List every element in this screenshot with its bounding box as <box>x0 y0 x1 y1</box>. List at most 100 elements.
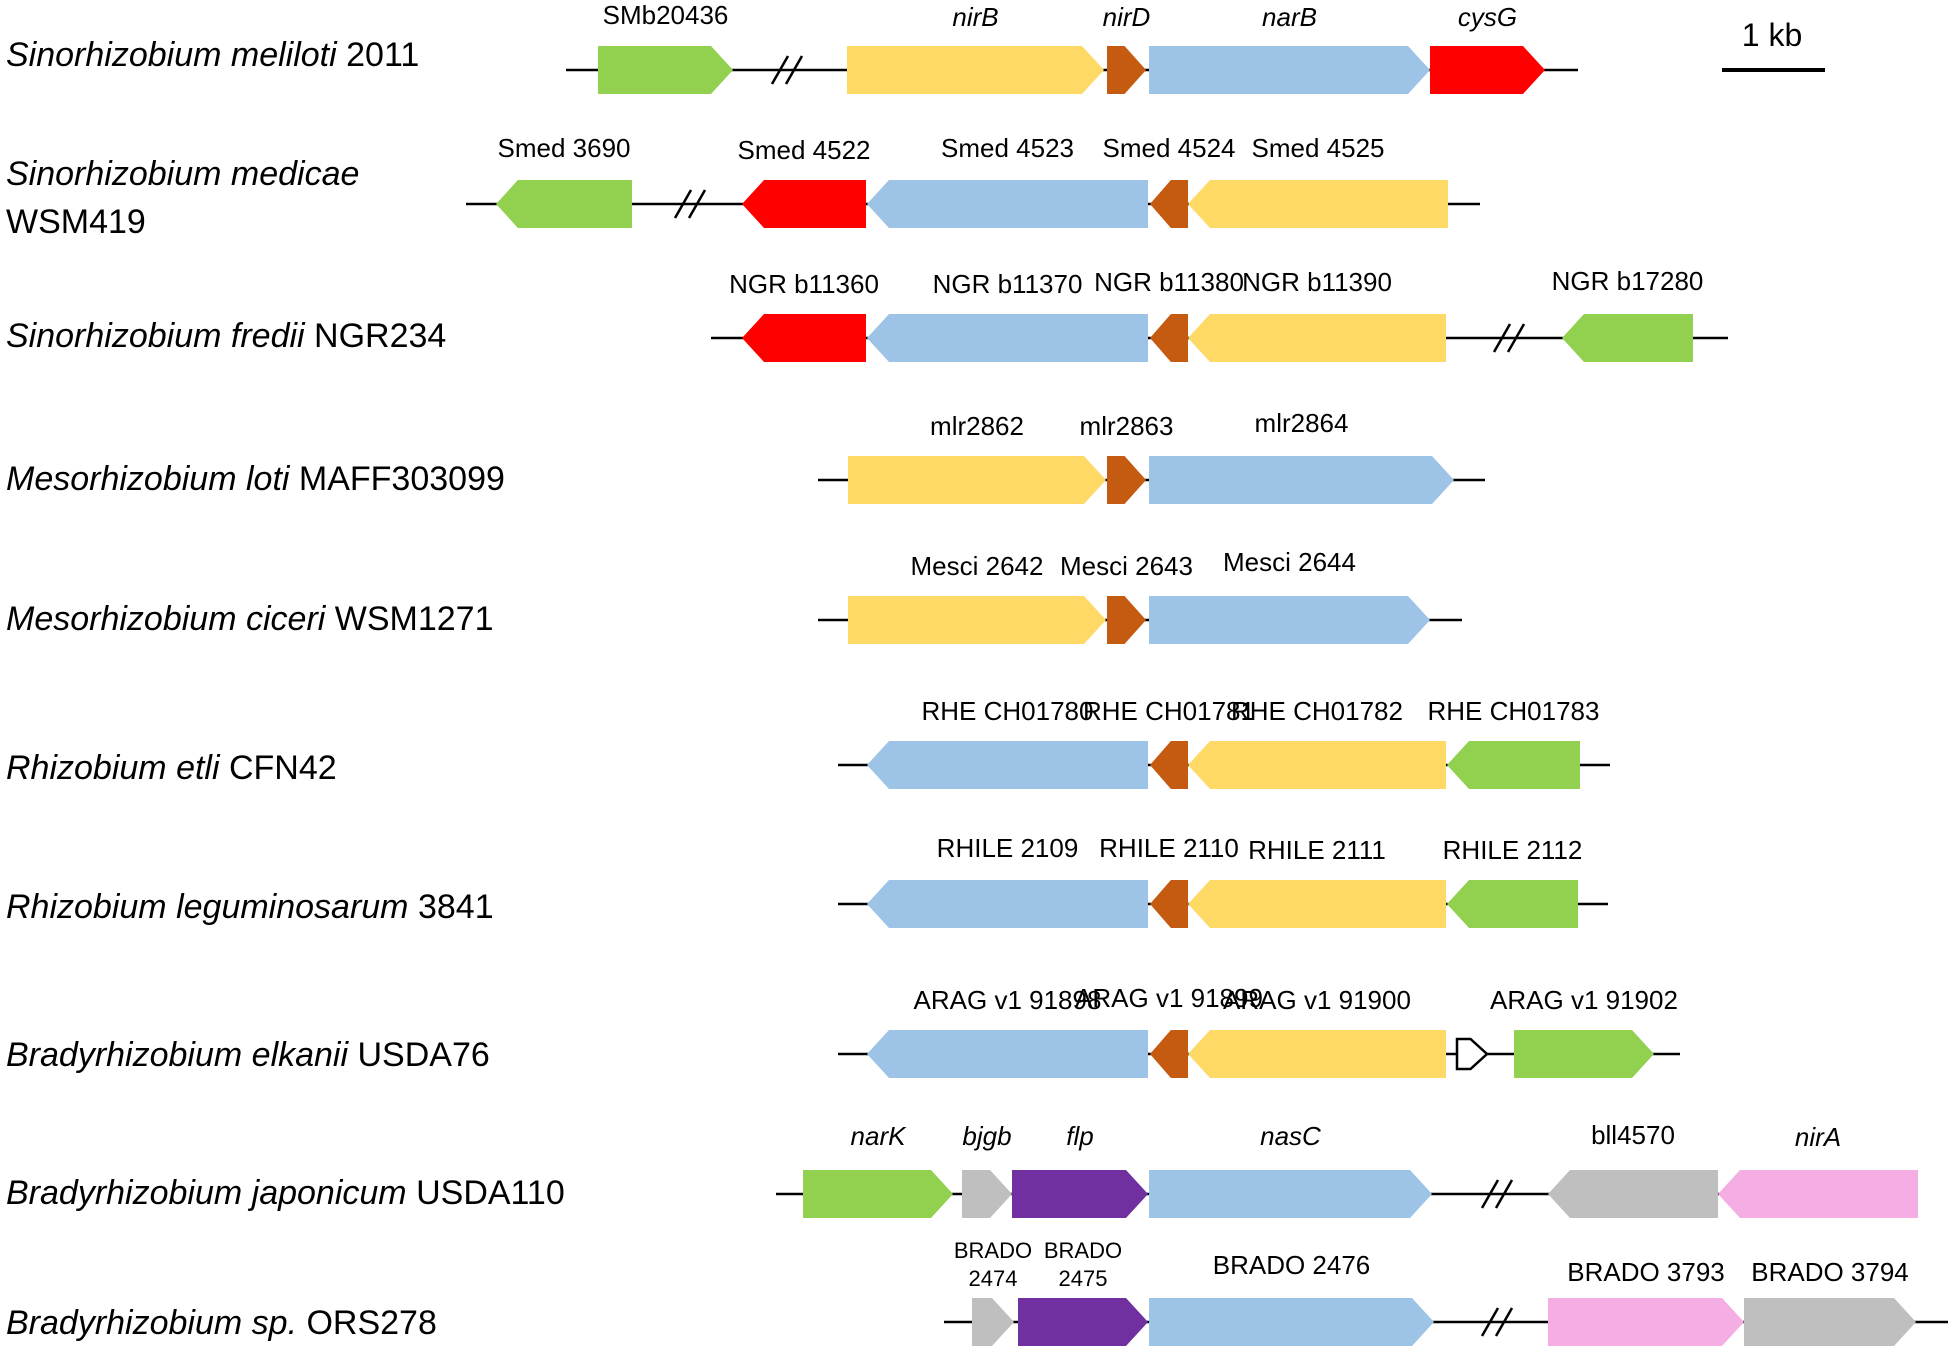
gene-arrow <box>1150 741 1188 789</box>
gene-label: nirA <box>1795 1122 1841 1152</box>
sequence-break-mark <box>1494 1307 1514 1337</box>
gene-arrow <box>1149 456 1454 504</box>
gene-arrow <box>1562 314 1693 362</box>
gene-arrow <box>1514 1030 1654 1078</box>
gene-arrow <box>496 180 632 228</box>
gene-label: RHILE 2112 <box>1443 835 1583 865</box>
organism-genus-species: Sinorhizobium fredii <box>6 317 306 355</box>
organism-strain: WSM1271 <box>325 600 493 638</box>
organism-name: Sinorhizobium fredii NGR234 <box>6 317 446 355</box>
gene-arrow <box>742 180 866 228</box>
gene-label: Mesci 2643 <box>1060 551 1193 581</box>
gene-label: mlr2863 <box>1080 411 1174 441</box>
gene-label: BRADO 3793 <box>1567 1257 1725 1287</box>
gene-label: nasC <box>1260 1121 1321 1151</box>
gene-arrow <box>1188 314 1446 362</box>
gene-arrow <box>847 46 1104 94</box>
gene-label-line: BRADO <box>1044 1238 1122 1263</box>
gene-label: NGR b17280 <box>1552 266 1704 296</box>
organism-strain: USDA110 <box>407 1174 565 1212</box>
organism-genus-species: Bradyrhizobium elkanii <box>6 1036 349 1074</box>
gene-label: ARAG v1 91900 <box>1223 985 1411 1015</box>
gene-arrow <box>1150 1030 1188 1078</box>
sequence-break-mark <box>1506 323 1526 353</box>
gene-arrow <box>1149 46 1430 94</box>
organism-strain: NGR234 <box>305 317 447 355</box>
gene-arrow <box>1149 1298 1434 1346</box>
gene-label: RHE CH01782 <box>1231 696 1403 726</box>
organism-name: Bradyrhizobium elkanii USDA76 <box>6 1036 490 1074</box>
gene-arrow <box>972 1298 1014 1346</box>
organism-genus-species: Bradyrhizobium sp. <box>6 1304 297 1342</box>
organism-genus-species: Bradyrhizobium japonicum <box>6 1174 407 1212</box>
gene-arrow <box>867 314 1148 362</box>
gene-label: ARAG v1 91898 <box>914 985 1102 1015</box>
organism-genus-species: Sinorhizobium medicae <box>6 155 359 193</box>
gene-arrow <box>1447 741 1580 789</box>
organism-name: Mesorhizobium loti MAFF303099 <box>6 460 505 498</box>
gene-label: Mesci 2644 <box>1223 547 1356 577</box>
organism-row: Mesorhizobium loti MAFF303099 mlr2862 mlr2… <box>6 408 1485 504</box>
gene-arrow <box>1455 1037 1489 1071</box>
organism-genus-species: Sinorhizobium meliloti <box>6 36 338 74</box>
organism-strain: 2011 <box>337 36 420 74</box>
sequence-break-mark <box>784 55 804 85</box>
gene-arrow <box>1188 741 1446 789</box>
gene-label: NGR b11370 <box>933 269 1083 299</box>
gene-arrow <box>1188 1030 1446 1078</box>
sequence-break-mark <box>1494 1179 1514 1209</box>
gene-arrow <box>848 456 1106 504</box>
organism-genus-species: Rhizobium etli <box>6 749 221 787</box>
gene-label-line: 2475 <box>1059 1266 1108 1291</box>
gene-label: BRADO 2475 <box>1044 1238 1122 1291</box>
gene-label: NGR b11390 <box>1242 267 1392 297</box>
gene-label: Mesci 2642 <box>911 551 1044 581</box>
sequence-break-mark <box>687 189 707 219</box>
gene-label: RHE CH01781 <box>1083 696 1255 726</box>
organism-name: Bradyrhizobium japonicum USDA110 <box>6 1174 565 1212</box>
gene-arrow <box>1548 1170 1718 1218</box>
gene-label: mlr2862 <box>930 411 1024 441</box>
gene-label: narB <box>1262 2 1317 32</box>
sequence-break-mark <box>673 189 693 219</box>
gene-arrow <box>1188 180 1448 228</box>
gene-label: RHE CH01783 <box>1428 696 1600 726</box>
gene-label: RHILE 2109 <box>937 833 1079 863</box>
gene-label: cysG <box>1458 2 1517 32</box>
gene-arrow <box>1430 46 1545 94</box>
gene-label: Smed 4525 <box>1252 133 1385 163</box>
gene-arrow <box>1718 1170 1918 1218</box>
gene-label: narK <box>851 1121 908 1151</box>
organism-name: Sinorhizobium meliloti 2011 <box>6 36 419 74</box>
gene-arrow <box>1548 1298 1744 1346</box>
gene-label: bll4570 <box>1591 1120 1675 1150</box>
gene-label: RHILE 2111 <box>1248 835 1386 865</box>
sequence-break-mark <box>770 55 790 85</box>
gene-arrow <box>1744 1298 1916 1346</box>
gene-label-line: BRADO <box>954 1238 1032 1263</box>
sequence-break-mark <box>1480 1179 1500 1209</box>
gene-arrow <box>867 180 1148 228</box>
organism-name: Rhizobium etli CFN42 <box>6 749 337 787</box>
gene-label: flp <box>1066 1121 1093 1151</box>
gene-arrow <box>1012 1170 1148 1218</box>
gene-label: nirB <box>952 2 998 32</box>
gene-label: BRADO 2476 <box>1213 1250 1371 1280</box>
gene-label: ARAG v1 91902 <box>1490 985 1678 1015</box>
organism-strain: CFN42 <box>220 749 337 787</box>
gene-arrow <box>1149 596 1430 644</box>
gene-arrow <box>1150 314 1188 362</box>
gene-label: NGR b11360 <box>729 269 879 299</box>
organism-genus-species: Mesorhizobium loti <box>6 460 291 498</box>
gene-label: BRADO 3794 <box>1751 1257 1909 1287</box>
sequence-break-mark <box>1492 323 1512 353</box>
